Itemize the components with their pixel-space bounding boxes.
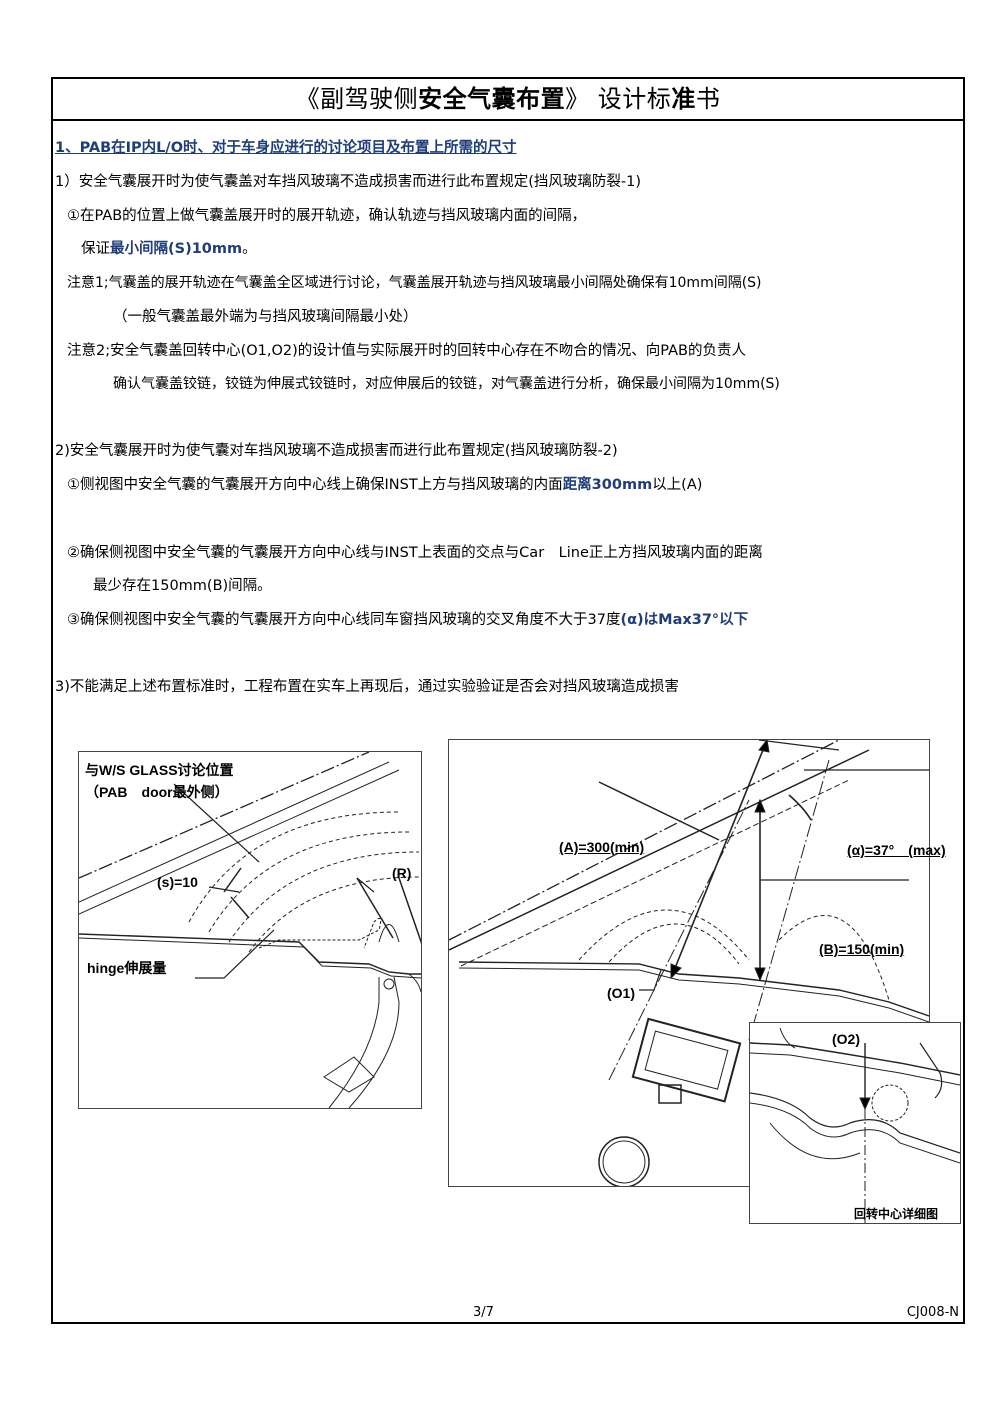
item-2c-prefix: ③确保侧视图中安全气囊的气囊展开方向中心线同车窗挡风玻璃的交叉角度不大于37度 [67,612,621,628]
title-part-2: 安全气囊布置 [418,85,566,113]
item-2a-prefix: ①侧视图中安全气囊的气囊展开方向中心线上确保INST上方与挡风玻璃的内面 [67,477,563,493]
title-part-4: 准 [671,85,696,113]
item-2c: ③确保侧视图中安全气囊的气囊展开方向中心线同车窗挡风玻璃的交叉角度不大于37度(… [67,610,748,630]
item-1: 1）安全气囊展开时为使气囊盖对车挡风玻璃不造成损害而进行此布置规定(挡风玻璃防裂… [55,174,641,190]
o1-label: (O1) [607,985,635,1001]
item-2b: ②确保侧视图中安全气囊的气囊展开方向中心线与INST上表面的交点与Car Lin… [67,545,763,561]
a-dimension-label: (A)=300(min) [559,839,645,855]
hinge-label: hinge伸展量 [87,960,167,976]
item-2a-suffix: 以上(A) [652,477,703,493]
fig-left-title-2: （PAB door最外侧） [85,784,229,800]
note-1: 注意1;气囊盖的展开轨迹在气囊盖全区域进行讨论，气囊盖展开轨迹与挡风玻璃最小间隔… [67,275,762,291]
item-1b: 保证最小间隔(S)10mm。 [81,239,257,259]
s-dimension-label: (s)=10 [157,874,198,890]
page-title: 《副驾驶侧安全气囊布置》 设计标准书 [53,79,963,121]
figure-right: (A)=300(min) (α)=37° (max) (B)=150(min) … [448,739,961,1224]
rotation-center-detail: (O2) 回转中心详细图 [749,1022,961,1224]
item-1b-prefix: 保证 [81,241,110,257]
detail-drawing [750,1027,960,1223]
title-part-3: 》 设计标 [565,85,672,113]
title-part-1: 《副驾驶侧 [295,85,419,113]
fig-left-title-1: 与W/S GLASS讨论位置 [85,762,234,778]
item-2: 2)安全气囊展开时为使气囊对车挡风玻璃不造成损害而进行此布置规定(挡风玻璃防裂-… [55,443,618,459]
figure-right-drawing [449,740,929,1186]
item-1b-suffix: 。 [242,241,257,257]
document-code: CJ008-N [906,1305,959,1320]
section-heading: 1、PAB在IP内L/O时、对于车身应进行的讨论项目及布置上所需的尺寸 [55,140,517,156]
note-2b: 确认气囊盖铰链，铰链为伸展式铰链时，对应伸展后的铰链，对气囊盖进行分析，确保最小… [113,376,780,392]
item-3: 3)不能满足上述布置标准时，工程布置在实车上再现后，通过实验验证是否会对挡风玻璃… [55,679,679,695]
page-frame: 《副驾驶侧安全气囊布置》 设计标准书 1、PAB在IP内L/O时、对于车身应进行… [51,77,965,1324]
item-2a: ①侧视图中安全气囊的气囊展开方向中心线上确保INST上方与挡风玻璃的内面距离30… [67,475,702,495]
note-2: 注意2;安全气囊盖回转中心(O1,O2)的设计值与实际展开时的回转中心存在不吻合… [67,343,746,359]
note-1b: （一般气囊盖最外端为与挡风玻璃间隔最小处） [113,309,418,325]
angle-emphasis: (α)はMax37°以下 [620,612,749,628]
item-2b2: 最少存在150mm(B)间隔。 [93,578,272,594]
page-number: 3/7 [473,1305,494,1320]
item-1a: ①在PAB的位置上做气囊盖展开时的展开轨迹，确认轨迹与挡风玻璃内面的间隔， [67,208,587,224]
figure-left-drawing [79,752,421,1108]
b-dimension-label: (B)=150(min) [819,941,905,957]
alpha-angle-label: (α)=37° (max) [847,842,946,858]
min-gap-emphasis: 最小间隔(S)10mm [110,241,243,257]
detail-caption: 回转中心详细图 [854,1207,939,1221]
o2-label: (O2) [832,1031,860,1047]
r-label: (R) [392,865,412,881]
distance-emphasis: 距离300mm [562,477,653,493]
figure-left: 与W/S GLASS讨论位置 （PAB door最外侧） (s)=10 (R) … [78,751,422,1109]
title-part-5: 书 [695,85,721,113]
